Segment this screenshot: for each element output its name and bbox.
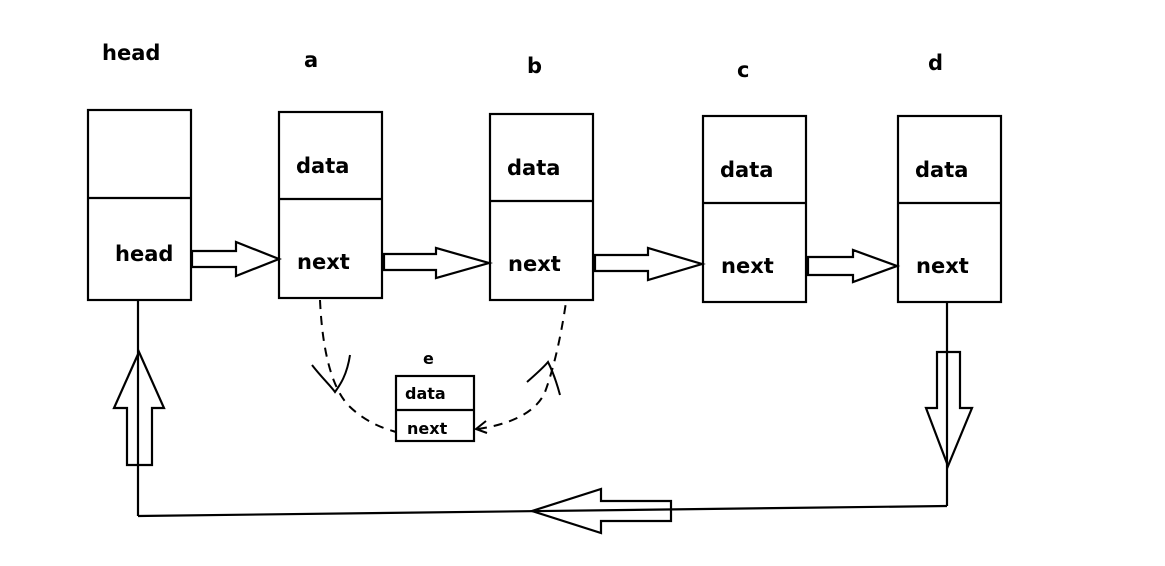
dashed-arrowhead-e-side (473, 420, 488, 434)
node-a-next-text: next (297, 250, 350, 274)
head-title-label: head (102, 41, 161, 65)
node-c-box (701, 114, 808, 304)
dashed-arrowhead-a-side (311, 354, 351, 394)
node-a-label: a (304, 48, 319, 72)
node-b-next-text: next (508, 252, 561, 276)
node-d-box (896, 114, 1003, 304)
node-b-box (488, 112, 595, 302)
node-c-data-text: data (720, 158, 774, 182)
dashed-path-e-to-b (477, 301, 567, 430)
node-d-label: d (928, 51, 944, 75)
node-d-next-text: next (916, 254, 969, 278)
head-node-box (86, 108, 193, 302)
node-e-label: e (423, 349, 434, 368)
node-e-data-text: data (405, 384, 446, 403)
arrow-a-to-b (382, 246, 494, 280)
node-c-label: c (737, 58, 750, 82)
arrow-head-to-a (190, 240, 282, 278)
node-c-next-text: next (721, 254, 774, 278)
dashed-arrowhead-b-side (526, 360, 561, 396)
node-d-data-text: data (915, 158, 969, 182)
arrow-b-to-c (593, 246, 706, 282)
head-node-text: head (115, 242, 174, 266)
return-line-bottom (137, 504, 948, 518)
dashed-path-a-to-e (319, 299, 397, 433)
node-a-box (277, 110, 384, 300)
node-e-next-text: next (407, 419, 448, 438)
arrow-c-to-d (806, 248, 901, 284)
node-b-data-text: data (507, 156, 561, 180)
arrow-down (924, 350, 974, 469)
node-a-data-text: data (296, 154, 350, 178)
node-e-box (394, 374, 476, 443)
arrow-up (112, 349, 166, 467)
arrow-left (528, 487, 673, 535)
node-b-label: b (527, 54, 543, 78)
